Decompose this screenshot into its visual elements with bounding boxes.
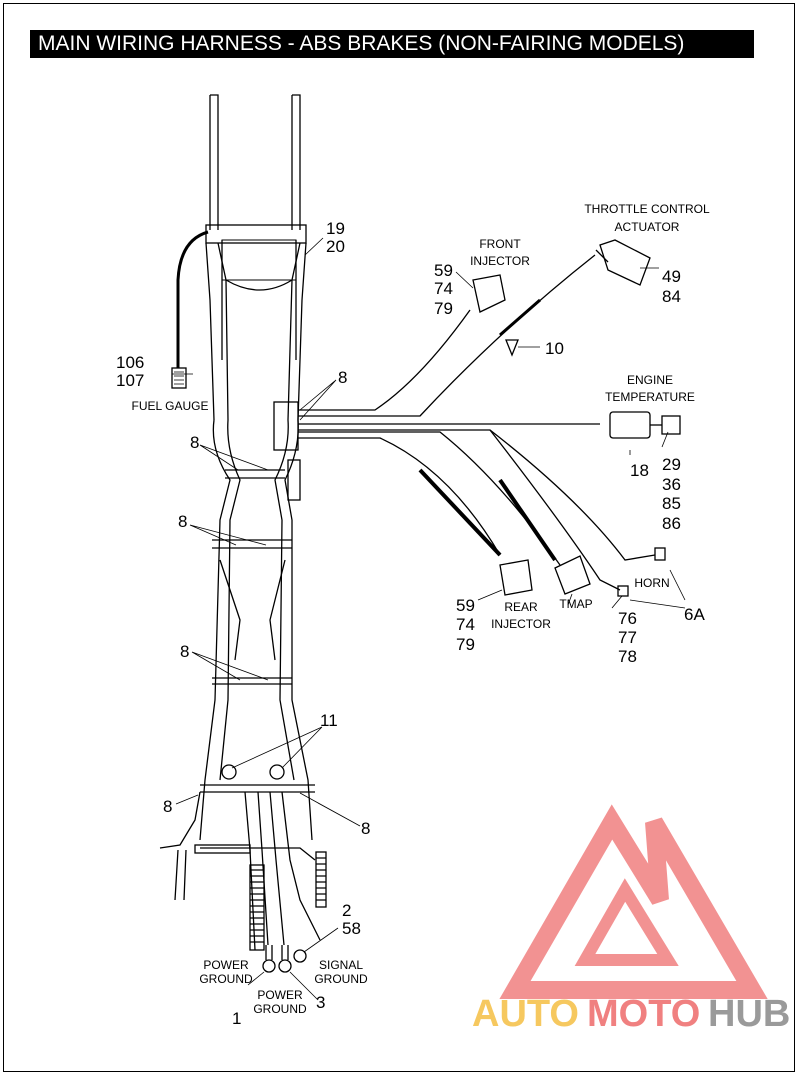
- callout-10: 10: [545, 339, 564, 358]
- callout-79-rear: 79: [456, 635, 475, 654]
- callout-58: 58: [342, 919, 361, 938]
- watermark-auto: AUTO: [472, 993, 579, 1035]
- label-power-ground-center-1: POWER: [257, 988, 303, 1002]
- callout-20: 20: [326, 237, 345, 256]
- label-rear-injector-1: REAR: [504, 600, 538, 614]
- callout-11: 11: [320, 711, 338, 730]
- label-tmap: TMAP: [559, 597, 592, 611]
- callout-6a: 6A: [684, 605, 705, 624]
- callout-1: 1: [232, 1009, 241, 1028]
- label-engine-temperature-1: ENGINE: [627, 373, 673, 387]
- label-front-injector-1: FRONT: [479, 237, 521, 251]
- callout-8-rear-left: 8: [163, 797, 172, 816]
- watermark-hub: HUB: [708, 993, 790, 1035]
- label-signal-ground-1: SIGNAL: [319, 958, 363, 972]
- callout-18: 18: [630, 461, 649, 480]
- watermark-logo: [499, 804, 768, 999]
- frame-drawing: [159, 94, 686, 1001]
- callout-19: 19: [326, 219, 345, 238]
- callout-49: 49: [662, 267, 681, 286]
- callout-3: 3: [316, 993, 325, 1012]
- callout-85: 85: [662, 494, 681, 513]
- label-signal-ground-2: GROUND: [314, 972, 368, 986]
- callout-8-rear-right: 8: [361, 819, 370, 838]
- callout-74-front: 74: [434, 279, 453, 298]
- label-fuel-gauge: FUEL GAUGE: [132, 399, 209, 413]
- label-power-ground-left-2: GROUND: [199, 972, 253, 986]
- label-power-ground-center-2: GROUND: [253, 1002, 307, 1016]
- callout-8-harness: 8: [338, 368, 347, 387]
- callout-107: 107: [116, 371, 144, 390]
- page-title: MAIN WIRING HARNESS - ABS BRAKES (NON-FA…: [30, 30, 754, 58]
- page-frame: [3, 3, 795, 1072]
- callout-79-front: 79: [434, 299, 453, 318]
- label-engine-temperature-2: TEMPERATURE: [605, 390, 695, 404]
- label-throttle-control-1: THROTTLE CONTROL: [584, 202, 710, 216]
- watermark-triangle-outer: [499, 804, 768, 999]
- label-front-injector-2: INJECTOR: [470, 254, 530, 268]
- callout-77: 77: [618, 628, 637, 647]
- callout-76: 76: [618, 609, 637, 628]
- callout-59-front: 59: [434, 261, 453, 280]
- callout-59-rear: 59: [456, 596, 475, 615]
- watermark-moto: MOTO: [587, 993, 700, 1035]
- callout-84: 84: [662, 287, 681, 306]
- callout-78: 78: [618, 647, 637, 666]
- callout-74-rear: 74: [456, 615, 475, 634]
- callout-8-upper: 8: [190, 433, 199, 452]
- callout-8-lower: 8: [180, 642, 189, 661]
- label-horn: HORN: [634, 576, 669, 590]
- callout-8-middle: 8: [178, 512, 187, 531]
- callout-2: 2: [342, 901, 351, 920]
- label-power-ground-left-1: POWER: [203, 958, 249, 972]
- callout-106: 106: [116, 353, 144, 372]
- callout-36: 36: [662, 475, 681, 494]
- callout-29: 29: [662, 455, 681, 474]
- callout-86: 86: [662, 514, 681, 533]
- label-throttle-control-2: ACTUATOR: [615, 220, 680, 234]
- label-rear-injector-2: INJECTOR: [491, 617, 551, 631]
- watermark-triangle-inner: [574, 878, 679, 966]
